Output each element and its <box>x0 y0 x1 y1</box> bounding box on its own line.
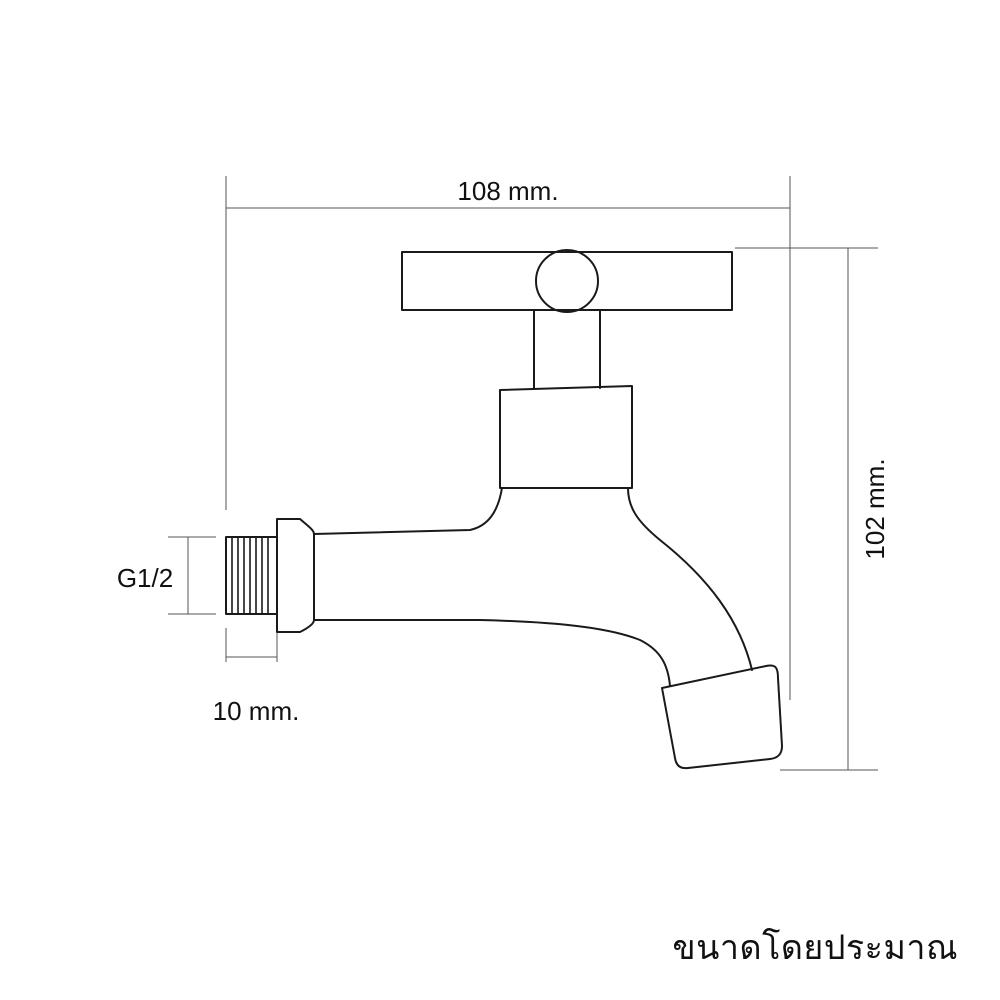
thread-size-label: G1/2 <box>117 563 173 593</box>
height-label: 102 mm. <box>860 458 890 559</box>
inlet-flange <box>276 518 315 633</box>
width-label: 108 mm. <box>457 176 558 206</box>
handle-knob <box>535 249 599 313</box>
threaded-inlet <box>225 536 278 615</box>
dimension-lines <box>168 176 878 771</box>
approximate-size-note: ขนาดโดยประมาณ <box>672 928 958 968</box>
body-bottom <box>313 619 671 687</box>
body-top <box>313 487 503 535</box>
handle-bar <box>401 251 733 311</box>
thread-length-label: 10 mm. <box>213 696 300 726</box>
thread-grooves <box>231 537 269 614</box>
aerator <box>661 664 783 770</box>
spout-outer <box>627 487 753 671</box>
faucet-outline <box>225 249 783 770</box>
bonnet <box>499 385 633 489</box>
